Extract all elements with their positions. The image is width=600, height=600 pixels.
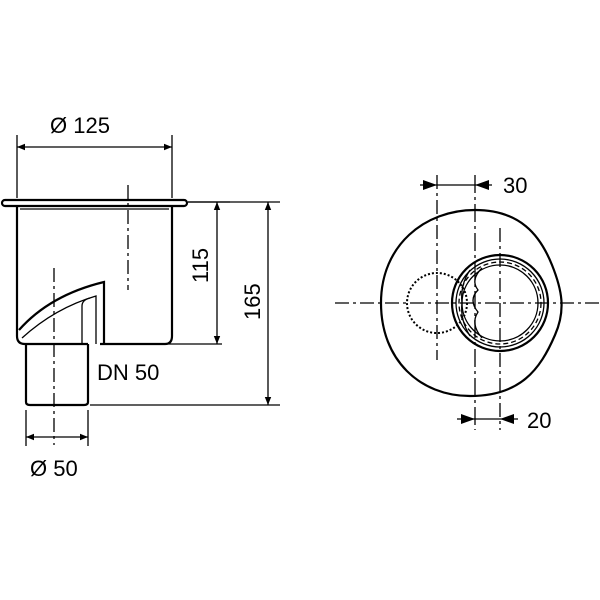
outer-contour [379,208,563,398]
outlet-label-dn50: DN 50 [97,360,159,385]
dimension-offset-30: 30 [420,173,527,198]
dimension-diameter-50: Ø 50 [25,410,89,481]
dimension-label-30: 30 [503,173,527,198]
dimension-label-20: 20 [527,408,551,433]
dimension-height-165: 165 [90,201,280,406]
drain-body [0,185,189,346]
dimension-diameter-125: Ø 125 [16,113,173,198]
dimension-label-115: 115 [188,248,213,283]
dimension-offset-20: 20 [457,408,551,433]
dimension-height-115: 115 [100,201,230,345]
dimension-label-50: Ø 50 [30,456,78,481]
top-view: 30 20 [335,173,600,433]
outlet-pipe [24,268,90,445]
side-view: Ø 125 115 165 DN 50 Ø 50 [0,113,280,481]
dimension-label-125: Ø 125 [50,113,110,138]
dimension-label-165: 165 [240,283,265,320]
